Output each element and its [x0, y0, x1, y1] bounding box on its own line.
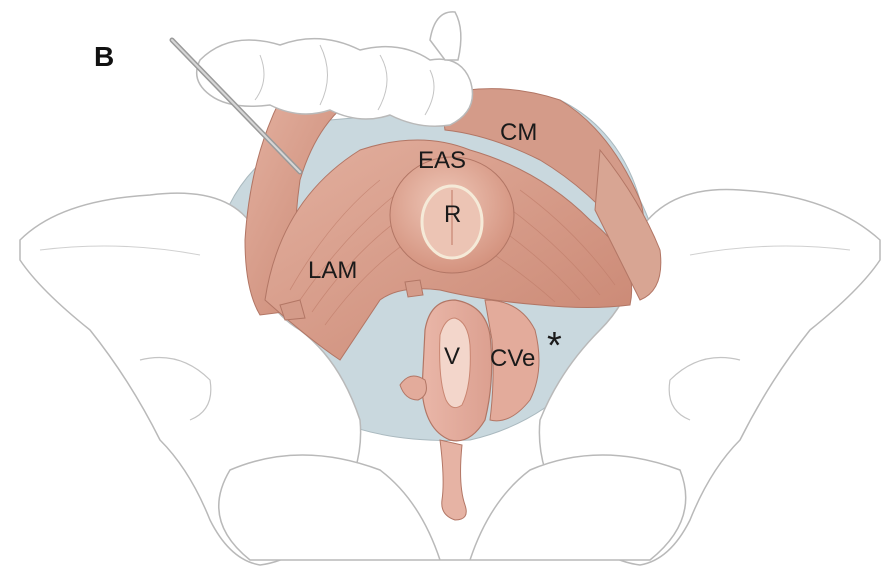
urethra-tube [440, 440, 466, 520]
small-stub-center [405, 280, 423, 297]
panel-letter: B [94, 41, 114, 72]
label-r: R [444, 201, 461, 228]
sacral-structure [430, 12, 461, 60]
label-cve: CVe [490, 345, 535, 372]
label-lam: LAM [308, 257, 357, 284]
label-v: V [444, 343, 460, 370]
label-asterisk: * [547, 325, 562, 367]
label-eas: EAS [418, 147, 466, 174]
label-cm: CM [500, 119, 537, 146]
